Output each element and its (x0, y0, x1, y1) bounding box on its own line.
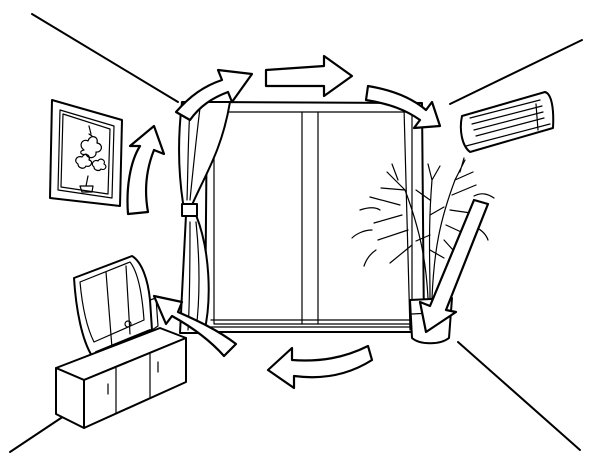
arrow-up-left-icon (126, 124, 166, 216)
arrow-bottom-left-icon (152, 294, 238, 358)
flower-icon (75, 125, 107, 193)
arrow-top-right-icon (264, 54, 354, 98)
tv-cabinet (55, 327, 187, 429)
framed-flower-picture (49, 99, 123, 207)
circulation-arrows (126, 54, 490, 390)
tv-power-button-icon (124, 320, 132, 328)
arrow-down-icon (418, 198, 490, 334)
room-corner-lines (9, 13, 583, 453)
arrow-top-left-icon (174, 68, 254, 122)
arrow-right-curve-icon (364, 84, 442, 130)
curtain-tie-back (181, 203, 198, 217)
window (204, 101, 425, 333)
arrow-left-icon (266, 344, 374, 390)
air-conditioner (459, 91, 555, 153)
